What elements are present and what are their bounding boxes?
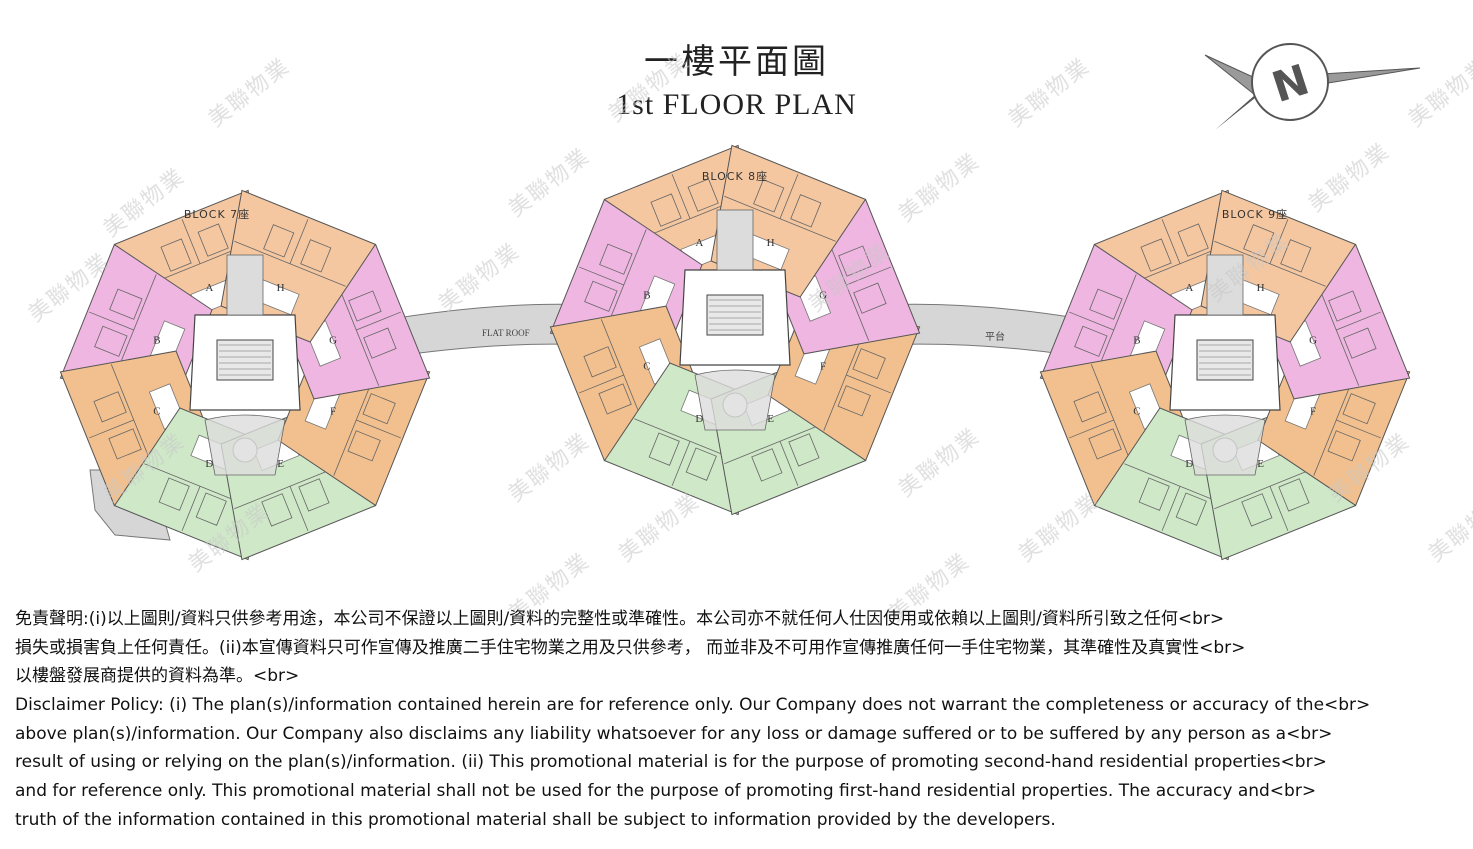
- unit-label: B: [153, 334, 160, 346]
- unit-label: D: [205, 458, 213, 470]
- lift-shaft: [706, 294, 764, 336]
- unit-label: E: [277, 458, 284, 470]
- unit-label: A: [695, 237, 703, 249]
- unit-label: G: [329, 334, 337, 346]
- unit-label: F: [330, 406, 336, 418]
- blocks-layer: A B C D E F G H BLOCK 7座 A B C D E F G H BLOCK 8座 A B C D E F G H…: [59, 144, 1411, 561]
- corridor: [1206, 254, 1244, 316]
- unit-label: D: [1185, 458, 1193, 470]
- unit-label: H: [277, 282, 285, 294]
- corridor: [716, 209, 754, 271]
- block-label: BLOCK 7座: [184, 207, 250, 221]
- disclaimer-line: 免責聲明:(i)以上圖則/資料只供參考用途，本公司不保證以上圖則/資料的完整性或…: [15, 609, 1225, 629]
- unit-label: D: [695, 413, 703, 425]
- disclaimer-line: result of using or relying on the plan(s…: [15, 752, 1327, 773]
- unit-label: H: [767, 237, 775, 249]
- page-title-english: 1st FLOOR PLAN: [616, 88, 857, 121]
- block-block7: A B C D E F G H BLOCK 7座: [59, 189, 431, 561]
- unit-label: B: [1133, 334, 1140, 346]
- unit-label: E: [767, 413, 774, 425]
- unit-label: C: [1133, 406, 1140, 418]
- unit-label: F: [1310, 406, 1316, 418]
- block-block9: A B C D E F G H BLOCK 9座: [1039, 189, 1411, 561]
- unit-label: A: [205, 282, 213, 294]
- unit-label: F: [820, 361, 826, 373]
- unit-label: C: [643, 361, 650, 373]
- unit-label: C: [153, 406, 160, 418]
- unit-label: E: [1257, 458, 1264, 470]
- unit-label: G: [1309, 334, 1317, 346]
- flat-roof-label: FLAT ROOF: [482, 328, 530, 338]
- block-block8: A B C D E F G H BLOCK 8座: [549, 144, 921, 516]
- lift-shaft: [216, 339, 274, 381]
- unit-label: B: [643, 289, 650, 301]
- flat-roof-label-zh: 平台: [985, 330, 1005, 343]
- disclaimer-line: above plan(s)/information. Our Company a…: [15, 723, 1333, 744]
- unit-label: H: [1257, 282, 1265, 294]
- disclaimer-line: 損失或損害負上任何責任。(ii)本宣傳資料只可作宣傳及推廣二手住宅物業之用及只供…: [15, 637, 1246, 658]
- unit-label: A: [1185, 282, 1193, 294]
- disclaimer-line: truth of the information contained in th…: [15, 809, 1056, 830]
- lift-shaft: [1196, 339, 1254, 381]
- corridor: [226, 254, 264, 316]
- disclaimer-line: Disclaimer Policy: (i) The plan(s)/infor…: [15, 695, 1371, 716]
- unit-label: G: [819, 289, 827, 301]
- block-label: BLOCK 8座: [702, 169, 768, 183]
- disclaimer-text: 免責聲明:(i)以上圖則/資料只供參考用途，本公司不保證以上圖則/資料的完整性或…: [15, 605, 1465, 835]
- disclaimer-line: and for reference only. This promotional…: [15, 781, 1317, 802]
- page-title-chinese: 一樓平面圖: [644, 42, 829, 82]
- disclaimer-line: 以樓盤發展商提供的資料為準。<br>: [15, 666, 300, 687]
- block-label: BLOCK 9座: [1222, 207, 1288, 221]
- compass-icon: N: [1204, 43, 1421, 130]
